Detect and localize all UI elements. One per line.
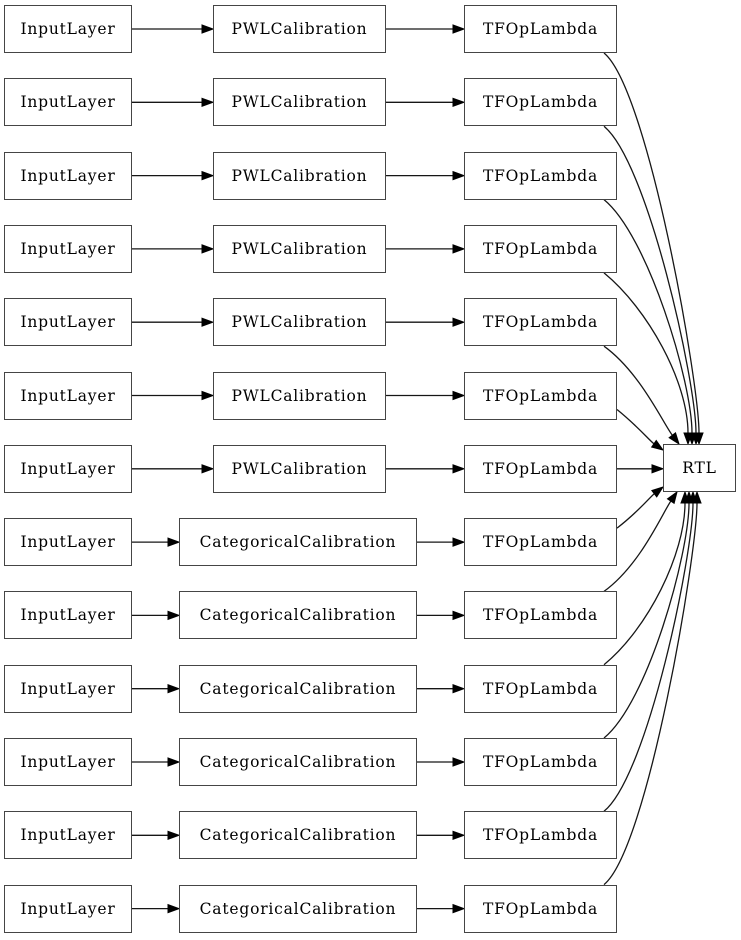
arrowhead	[201, 464, 215, 474]
arrowhead	[452, 683, 466, 694]
input-layer-node: InputLayer	[4, 738, 132, 786]
edge-connector	[603, 52, 700, 434]
arrowhead	[452, 757, 466, 767]
arrowhead	[452, 903, 466, 914]
pwl-calibration-node: PWLCalibration	[213, 151, 386, 200]
arrowhead	[452, 244, 466, 254]
arrowhead	[452, 537, 466, 547]
edge-connector	[603, 502, 686, 666]
categorical-calibration-node: CategoricalCalibration	[179, 738, 417, 786]
tf-op-lambda-node: TFOpLambda	[464, 151, 617, 200]
arrowhead	[167, 903, 181, 914]
tf-op-lambda-node: TFOpLambda	[464, 298, 617, 347]
arrowhead	[452, 390, 466, 401]
tf-op-lambda-node: TFOpLambda	[464, 371, 617, 420]
tf-op-lambda-node: TFOpLambda	[464, 518, 617, 567]
categorical-calibration-node: CategoricalCalibration	[179, 664, 417, 713]
tf-op-lambda-node: TFOpLambda	[464, 664, 617, 713]
arrowhead	[167, 610, 181, 621]
edge-connector	[603, 502, 694, 812]
edge-connector	[603, 502, 690, 739]
edge-connector	[603, 502, 698, 886]
edge-connector	[603, 345, 673, 436]
pwl-calibration-node: PWLCalibration	[213, 78, 386, 127]
tf-op-lambda-node: TFOpLambda	[464, 591, 617, 640]
tf-op-lambda-node: TFOpLambda	[464, 884, 617, 933]
input-layer-node: InputLayer	[4, 884, 132, 933]
tf-op-lambda-node: TFOpLambda	[464, 738, 617, 786]
arrowhead	[651, 464, 665, 474]
arrowhead	[692, 490, 702, 504]
arrowhead	[201, 170, 215, 181]
edge-connector	[616, 408, 655, 445]
arrowhead	[666, 490, 678, 505]
input-layer-node: InputLayer	[4, 5, 132, 53]
pwl-calibration-node: PWLCalibration	[213, 5, 386, 53]
arrowhead	[452, 170, 466, 181]
input-layer-node: InputLayer	[4, 371, 132, 420]
arrowhead	[452, 97, 466, 108]
input-layer-node: InputLayer	[4, 224, 132, 273]
categorical-calibration-node: CategoricalCalibration	[179, 884, 417, 933]
arrowhead	[452, 317, 466, 327]
arrowhead	[452, 464, 466, 474]
pwl-calibration-node: PWLCalibration	[213, 298, 386, 347]
arrowhead	[201, 244, 215, 254]
arrowhead	[201, 24, 215, 34]
arrowhead	[167, 683, 181, 694]
categorical-calibration-node: CategoricalCalibration	[179, 811, 417, 860]
edge-connector	[603, 125, 697, 434]
pwl-calibration-node: PWLCalibration	[213, 444, 386, 493]
arrowhead	[167, 537, 181, 547]
input-layer-node: InputLayer	[4, 444, 132, 493]
arrowhead	[683, 432, 693, 446]
arrowhead	[201, 317, 215, 327]
input-layer-node: InputLayer	[4, 811, 132, 860]
categorical-calibration-node: CategoricalCalibration	[179, 591, 417, 640]
tf-op-lambda-node: TFOpLambda	[464, 444, 617, 493]
arrowhead	[452, 24, 466, 34]
rtl-node: RTL	[663, 444, 736, 492]
input-layer-node: InputLayer	[4, 591, 132, 640]
tf-op-lambda-node: TFOpLambda	[464, 78, 617, 127]
input-layer-node: InputLayer	[4, 518, 132, 567]
edge-connector	[603, 272, 689, 434]
categorical-calibration-node: CategoricalCalibration	[179, 518, 417, 567]
tf-op-lambda-node: TFOpLambda	[464, 224, 617, 273]
pwl-calibration-node: PWLCalibration	[213, 371, 386, 420]
input-layer-node: InputLayer	[4, 151, 132, 200]
arrowhead	[201, 390, 215, 401]
input-layer-node: InputLayer	[4, 664, 132, 713]
arrowhead	[651, 486, 665, 498]
tf-op-lambda-node: TFOpLambda	[464, 5, 617, 53]
arrowhead	[167, 830, 181, 841]
arrowhead	[452, 830, 466, 841]
arrowhead	[167, 757, 181, 767]
pwl-calibration-node: PWLCalibration	[213, 224, 386, 273]
edge-connector	[616, 493, 655, 529]
input-layer-node: InputLayer	[4, 78, 132, 127]
edge-connector	[603, 500, 672, 592]
input-layer-node: InputLayer	[4, 298, 132, 347]
arrowhead	[650, 439, 665, 451]
arrowhead	[668, 431, 680, 446]
edge-connector	[603, 199, 693, 434]
arrowhead	[452, 610, 466, 621]
tf-op-lambda-node: TFOpLambda	[464, 811, 617, 860]
arrowhead	[201, 97, 215, 108]
